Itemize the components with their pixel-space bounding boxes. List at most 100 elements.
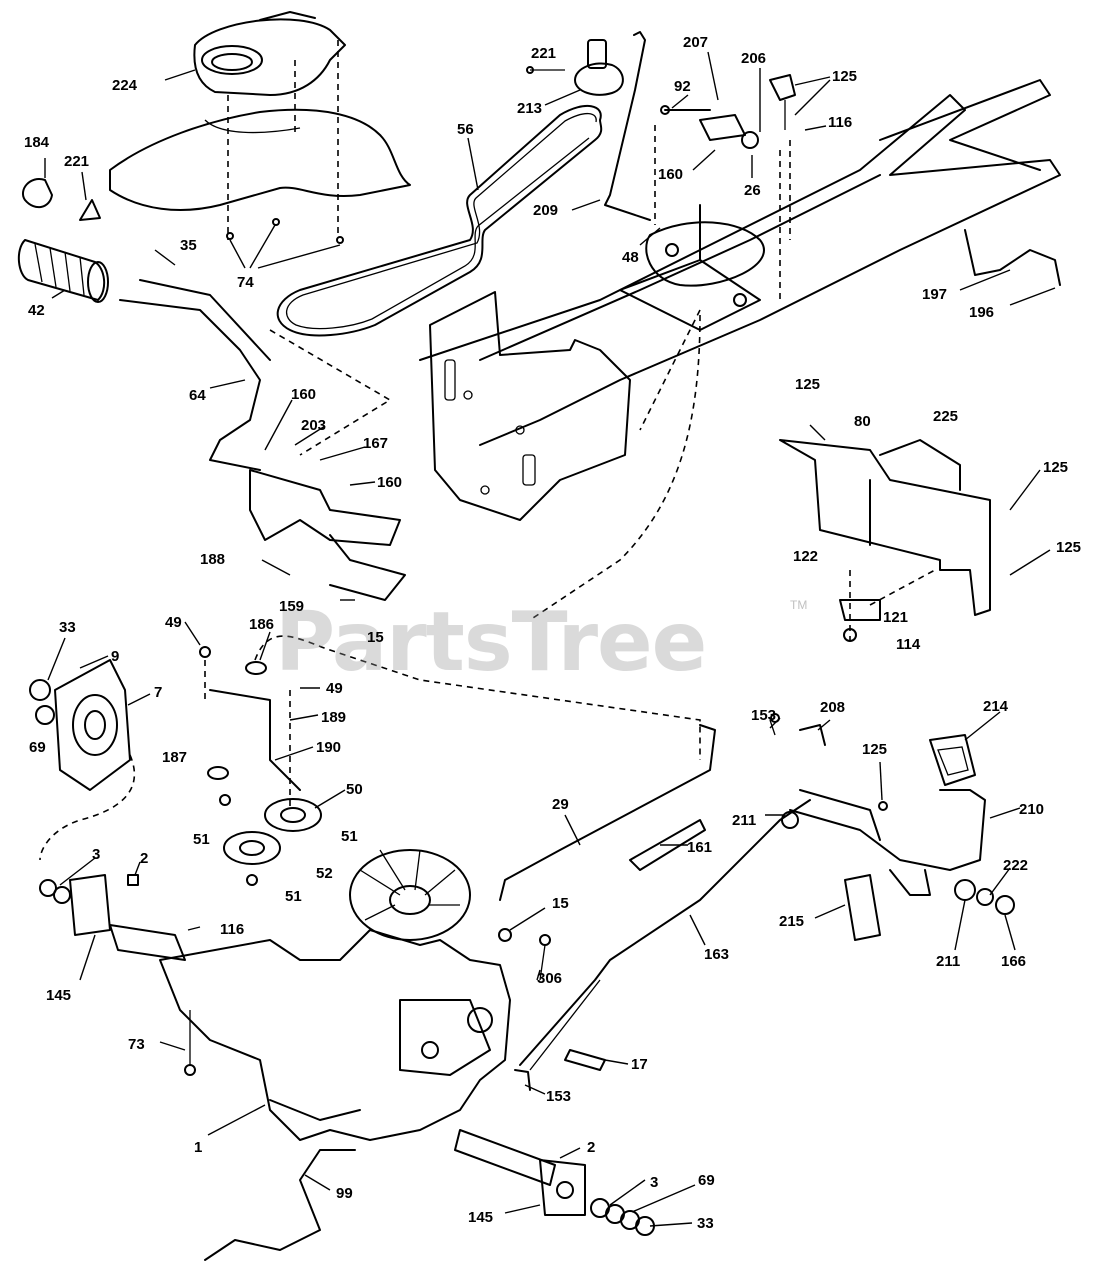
part-callout-190[interactable]: 190: [316, 739, 342, 756]
part-callout-184[interactable]: 184: [24, 134, 50, 151]
part-callout-122[interactable]: 122: [793, 548, 819, 565]
part-callout-35[interactable]: 35: [180, 237, 197, 254]
part-callout-166[interactable]: 166: [1001, 953, 1027, 970]
part-callout-125[interactable]: 125: [862, 741, 888, 758]
left-axle: [39, 857, 186, 981]
pedal-assembly: [765, 711, 1021, 951]
part-callout-29[interactable]: 29: [552, 796, 569, 813]
cable-path: [254, 635, 701, 760]
part-callout-17[interactable]: 17: [631, 1056, 648, 1073]
part-callout-160[interactable]: 160: [291, 386, 317, 403]
part-callout-214[interactable]: 214: [983, 698, 1009, 715]
part-callout-153[interactable]: 153: [546, 1088, 572, 1105]
lift-lever: [571, 31, 656, 225]
frame-side-plate: [429, 291, 631, 521]
rod-29: [498, 724, 716, 981]
part-callout-3[interactable]: 3: [92, 846, 101, 863]
brake-bracket-80: [779, 424, 1051, 642]
drive-belt: [276, 104, 603, 337]
part-callout-15[interactable]: 15: [367, 629, 384, 646]
part-callout-92[interactable]: 92: [674, 78, 691, 95]
part-callout-206[interactable]: 206: [741, 50, 767, 67]
pulley-assembly: [184, 621, 346, 886]
control-knob: [526, 39, 624, 106]
shift-rod: [119, 249, 392, 471]
part-callout-125[interactable]: 125: [832, 68, 858, 85]
part-callout-56[interactable]: 56: [457, 121, 474, 138]
part-callout-64[interactable]: 64: [189, 387, 206, 404]
part-callout-211[interactable]: 211: [732, 812, 757, 829]
part-callout-160[interactable]: 160: [658, 166, 684, 183]
part-callout-125[interactable]: 125: [1043, 459, 1069, 476]
seat-pan-assembly: [109, 11, 411, 240]
part-callout-210[interactable]: 210: [1019, 801, 1045, 818]
part-callout-33[interactable]: 33: [697, 1215, 714, 1232]
part-callout-48[interactable]: 48: [622, 249, 639, 266]
part-callout-188[interactable]: 188: [200, 551, 226, 568]
part-callout-306[interactable]: 306: [537, 970, 563, 987]
part-callout-73[interactable]: 73: [128, 1036, 145, 1053]
part-callout-7[interactable]: 7: [154, 684, 163, 701]
part-callout-189[interactable]: 189: [321, 709, 347, 726]
part-callout-2[interactable]: 2: [140, 850, 149, 867]
part-callout-160[interactable]: 160: [377, 474, 403, 491]
part-callout-49[interactable]: 49: [165, 614, 182, 631]
part-callout-42[interactable]: 42: [28, 302, 45, 319]
part-callout-203[interactable]: 203: [301, 417, 327, 434]
pivot-hardware: [660, 51, 831, 240]
watermark-tm: TM: [790, 598, 808, 612]
part-callout-161[interactable]: 161: [687, 839, 713, 856]
part-callout-33[interactable]: 33: [59, 619, 76, 636]
part-callout-221[interactable]: 221: [531, 45, 557, 62]
part-callout-52[interactable]: 52: [316, 865, 333, 882]
rod-99: [204, 1149, 356, 1261]
part-callout-2[interactable]: 2: [587, 1139, 596, 1156]
part-callout-213[interactable]: 213: [517, 100, 543, 117]
part-callout-80[interactable]: 80: [854, 413, 871, 430]
part-callout-99[interactable]: 99: [336, 1185, 353, 1202]
part-callout-3[interactable]: 3: [650, 1174, 659, 1191]
part-callout-167[interactable]: 167: [363, 435, 389, 452]
part-callout-114[interactable]: 114: [896, 636, 921, 653]
part-callout-116[interactable]: 116: [220, 921, 245, 938]
part-callout-51[interactable]: 51: [193, 831, 210, 848]
part-callout-121[interactable]: 121: [883, 609, 909, 626]
small-parts-upper-left: [17, 158, 109, 303]
part-callout-26[interactable]: 26: [744, 182, 761, 199]
part-callout-116[interactable]: 116: [828, 114, 853, 131]
part-callout-1[interactable]: 1: [194, 1139, 203, 1156]
part-callout-186[interactable]: 186: [249, 616, 275, 633]
chassis-frame: [419, 79, 1061, 446]
part-callout-51[interactable]: 51: [285, 888, 302, 905]
part-callout-224[interactable]: 224: [112, 77, 138, 94]
part-callout-50[interactable]: 50: [346, 781, 363, 798]
part-callout-125[interactable]: 125: [1056, 539, 1082, 556]
part-callout-209[interactable]: 209: [533, 202, 559, 219]
part-callout-125[interactable]: 125: [795, 376, 821, 393]
part-callout-74[interactable]: 74: [237, 274, 254, 291]
part-callout-211[interactable]: 211: [936, 953, 961, 970]
part-callout-49[interactable]: 49: [326, 680, 343, 697]
part-callout-69[interactable]: 69: [698, 1172, 715, 1189]
part-callout-153[interactable]: 153: [751, 707, 777, 724]
part-callout-69[interactable]: 69: [29, 739, 46, 756]
part-callout-187[interactable]: 187: [162, 749, 188, 766]
part-callout-207[interactable]: 207: [683, 34, 709, 51]
part-callout-215[interactable]: 215: [779, 913, 805, 930]
part-callout-145[interactable]: 145: [468, 1209, 494, 1226]
part-callout-15[interactable]: 15: [552, 895, 569, 912]
part-callout-221[interactable]: 221: [64, 153, 90, 170]
part-callout-145[interactable]: 145: [46, 987, 72, 1004]
part-callout-51[interactable]: 51: [341, 828, 358, 845]
part-callout-196[interactable]: 196: [969, 304, 995, 321]
rod-197: [964, 229, 1061, 286]
part-callout-9[interactable]: 9: [111, 648, 120, 665]
part-callout-208[interactable]: 208: [820, 699, 846, 716]
part-callout-222[interactable]: 222: [1003, 857, 1029, 874]
cable-path-2: [529, 314, 701, 621]
part-callout-159[interactable]: 159: [279, 598, 305, 615]
part-callout-225[interactable]: 225: [933, 408, 959, 425]
part-callout-197[interactable]: 197: [922, 286, 948, 303]
part-callout-163[interactable]: 163: [704, 946, 730, 963]
